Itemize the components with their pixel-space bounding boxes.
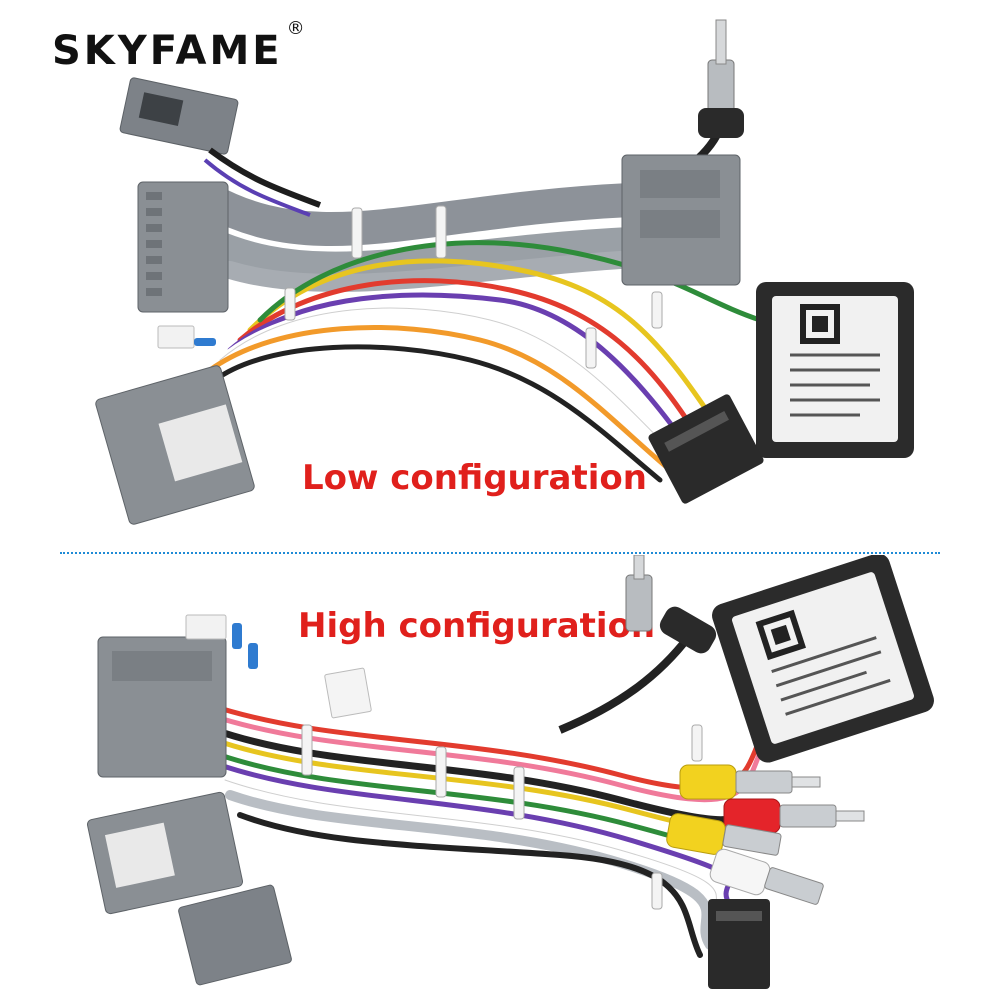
zip-ties xyxy=(284,205,663,369)
blue-wire-cap xyxy=(232,623,242,649)
gray-connector-bottom-left xyxy=(95,365,255,525)
blue-wire-cap xyxy=(194,338,216,346)
antenna-plug xyxy=(625,555,717,654)
brand-logo: SKYFAME® xyxy=(52,18,305,74)
low-configuration-label: Low configuration xyxy=(302,458,647,498)
rca-plug-red xyxy=(723,798,865,834)
registered-mark: ® xyxy=(286,18,305,39)
rca-plug-white xyxy=(709,848,824,905)
white-mini-connector xyxy=(185,614,227,640)
gray-connector-left-middle xyxy=(86,791,244,915)
black-connector-bottom-right xyxy=(648,394,764,504)
brand-name: SKYFAME xyxy=(52,28,283,74)
rca-plug-yellow-2 xyxy=(666,813,782,856)
canbus-decoder-box xyxy=(756,282,914,458)
section-divider xyxy=(60,552,940,554)
gray-connector-left-bottom xyxy=(178,884,292,986)
colored-wires xyxy=(207,240,763,483)
high-configuration-label: High configuration xyxy=(298,606,656,646)
gray-wire-bundle xyxy=(193,183,647,292)
blue-wire-cap xyxy=(248,643,258,669)
canbus-decoder-box xyxy=(712,555,934,763)
large-gray-connector-right xyxy=(621,154,741,286)
zip-ties xyxy=(301,724,703,910)
large-gray-connector-left xyxy=(137,181,229,313)
small-gray-connector xyxy=(119,77,322,217)
large-gray-connector-left xyxy=(97,636,227,778)
antenna-cable xyxy=(558,632,694,734)
high-configuration-harness-image xyxy=(86,555,934,989)
rca-plug-yellow xyxy=(679,764,821,800)
wire-tag xyxy=(324,667,372,719)
black-connector-bottom-right xyxy=(708,899,770,989)
white-mini-connector xyxy=(157,325,195,349)
low-configuration-harness-image xyxy=(95,19,914,525)
antenna-plug xyxy=(698,19,744,138)
